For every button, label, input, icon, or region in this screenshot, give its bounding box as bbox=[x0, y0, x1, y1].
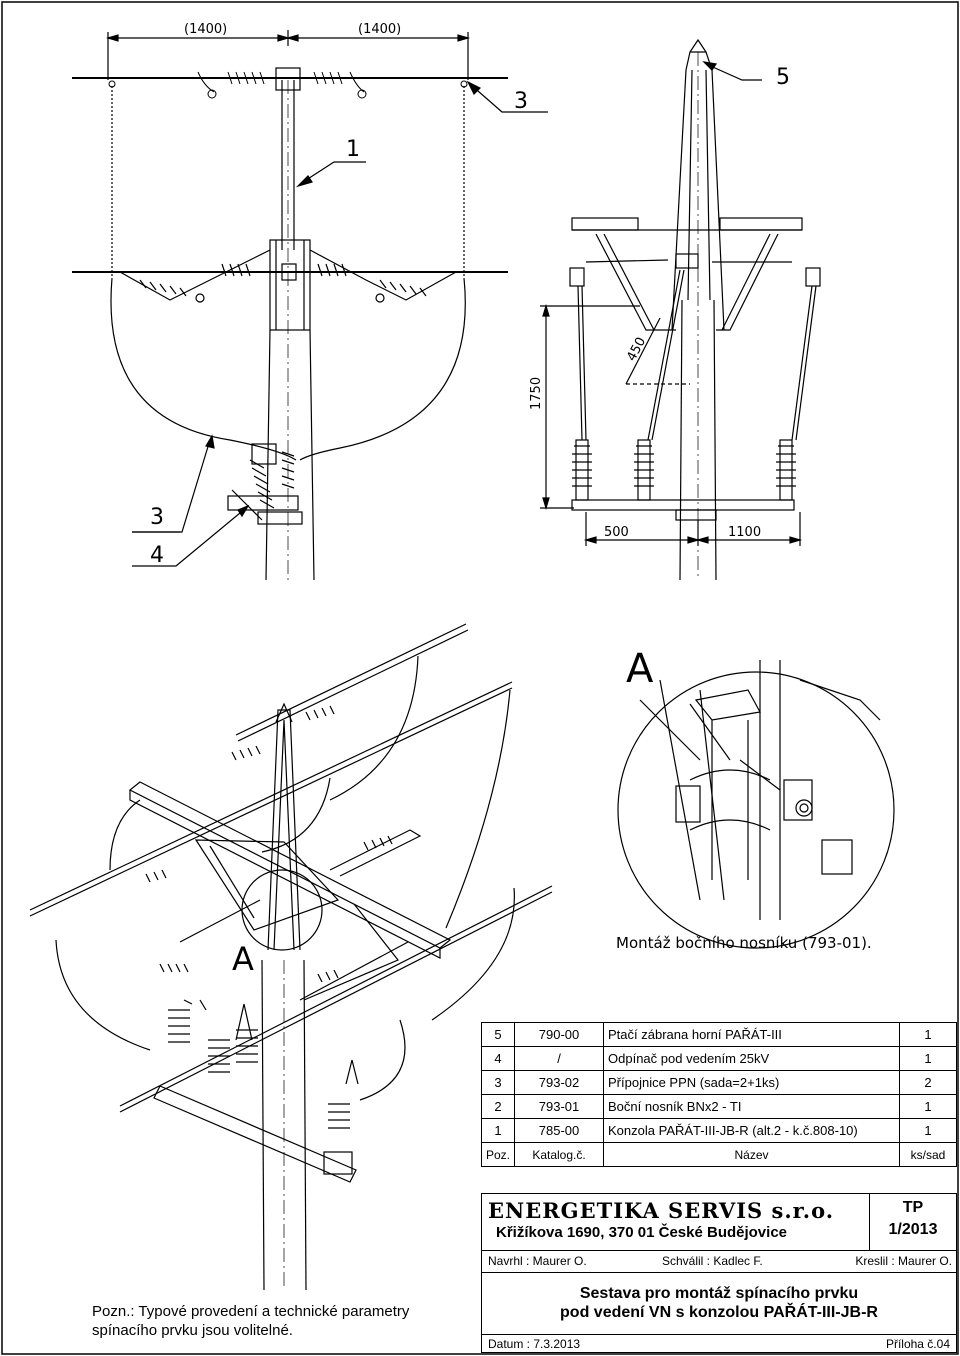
company-address: Křižíkova 1690, 370 01 České Budějovice bbox=[496, 1224, 788, 1241]
ks-cell: 1 bbox=[899, 1118, 957, 1143]
dim-1100: 1100 bbox=[728, 525, 761, 540]
dim-1750: 1750 bbox=[529, 377, 544, 410]
priloha: Příloha č.04 bbox=[885, 1337, 950, 1351]
callout-5: 5 bbox=[776, 65, 790, 90]
side-view bbox=[540, 38, 821, 581]
dim-top-right: (1400) bbox=[358, 22, 401, 37]
callout-4: 4 bbox=[150, 543, 164, 568]
detail-label: A bbox=[626, 646, 654, 692]
doc-number: 1/2013 bbox=[888, 1221, 938, 1238]
table-row: 1 785-00 Konzola PAŘÁT-III-JB-R (alt.2 -… bbox=[480, 1118, 957, 1143]
parts-table: 5 790-00 Ptačí zábrana horní PAŘÁT-III 1… bbox=[480, 1022, 957, 1167]
katalog-cell: / bbox=[514, 1046, 605, 1071]
datum: Datum : 7.3.2013 bbox=[488, 1337, 581, 1351]
detail-a bbox=[617, 660, 895, 949]
note-line-1: Pozn.: Typové provedení a technické para… bbox=[92, 1303, 410, 1320]
poz-cell: 5 bbox=[480, 1022, 516, 1047]
nazev-cell: Ptačí zábrana horní PAŘÁT-III bbox=[603, 1022, 900, 1047]
poz-cell: 4 bbox=[480, 1046, 516, 1071]
nazev-cell: Přípojnice PPN (sada=2+1ks) bbox=[603, 1070, 900, 1095]
ks-cell: 2 bbox=[899, 1070, 957, 1095]
front-view bbox=[72, 30, 548, 581]
poz-cell: 3 bbox=[480, 1070, 516, 1095]
nazev-cell: Boční nosník BNx2 - TI bbox=[603, 1094, 900, 1119]
header-katalog: Katalog.č. bbox=[514, 1142, 605, 1167]
ks-cell: 1 bbox=[899, 1046, 957, 1071]
schvalil: Schválil : Kadlec F. bbox=[662, 1254, 763, 1268]
dim-500: 500 bbox=[604, 525, 629, 540]
katalog-cell: 785-00 bbox=[514, 1118, 605, 1143]
detail-caption: Montáž bočního nosníku (793-01). bbox=[616, 934, 872, 952]
isometric-view bbox=[29, 623, 553, 1291]
ks-cell: 1 bbox=[899, 1094, 957, 1119]
table-row: 3 793-02 Přípojnice PPN (sada=2+1ks) 2 bbox=[480, 1070, 957, 1095]
header-poz: Poz. bbox=[480, 1142, 516, 1167]
kreslil: Kreslil : Maurer O. bbox=[855, 1254, 952, 1268]
note: Pozn.: Typové provedení a technické para… bbox=[92, 1302, 409, 1340]
katalog-cell: 793-02 bbox=[514, 1070, 605, 1095]
dim-450: 450 bbox=[624, 335, 649, 364]
authors-row: Navrhl : Maurer O. Schválil : Kadlec F. … bbox=[482, 1250, 956, 1273]
title-block: ENERGETIKA SERVIS s.r.o. Křižíkova 1690,… bbox=[481, 1193, 957, 1353]
drawing-title: Sestava pro montáž spínacího prvku pod v… bbox=[482, 1272, 956, 1335]
doc-id-box: TP 1/2013 bbox=[869, 1194, 956, 1250]
nazev-cell: Odpínač pod vedením 25kV bbox=[603, 1046, 900, 1071]
title-block-header: ENERGETIKA SERVIS s.r.o. Křižíkova 1690,… bbox=[482, 1194, 956, 1251]
nazev-cell: Konzola PAŘÁT-III-JB-R (alt.2 - k.č.808-… bbox=[603, 1118, 900, 1143]
table-row: 5 790-00 Ptačí zábrana horní PAŘÁT-III 1 bbox=[480, 1022, 957, 1047]
callout-3-top: 3 bbox=[514, 89, 528, 114]
poz-cell: 1 bbox=[480, 1118, 516, 1143]
poz-cell: 2 bbox=[480, 1094, 516, 1119]
title-line-1: Sestava pro montáž spínacího prvku bbox=[579, 1285, 859, 1302]
table-header-row: Poz. Katalog.č. Název ks/sad bbox=[480, 1142, 957, 1167]
doc-code: TP bbox=[902, 1199, 924, 1216]
katalog-cell: 790-00 bbox=[514, 1022, 605, 1047]
ks-cell: 1 bbox=[899, 1022, 957, 1047]
callout-3-bottom: 3 bbox=[150, 505, 164, 530]
katalog-cell: 793-01 bbox=[514, 1094, 605, 1119]
header-nazev: Název bbox=[603, 1142, 900, 1167]
navrhl: Navrhl : Maurer O. bbox=[488, 1254, 587, 1268]
title-line-2: pod vedení VN s konzolou PAŘÁT-III-JB-R bbox=[560, 1304, 878, 1321]
dim-top-left: (1400) bbox=[184, 22, 227, 37]
callout-1: 1 bbox=[346, 137, 360, 162]
detail-label-iso: A bbox=[232, 940, 254, 978]
footer-row: Datum : 7.3.2013 Příloha č.04 bbox=[482, 1334, 956, 1354]
table-row: 2 793-01 Boční nosník BNx2 - TI 1 bbox=[480, 1094, 957, 1119]
note-line-2: spínacího prvku jsou volitelné. bbox=[92, 1322, 293, 1339]
company-name: ENERGETIKA SERVIS s.r.o. bbox=[488, 1198, 835, 1223]
header-ks: ks/sad bbox=[899, 1142, 957, 1167]
table-row: 4 / Odpínač pod vedením 25kV 1 bbox=[480, 1046, 957, 1071]
